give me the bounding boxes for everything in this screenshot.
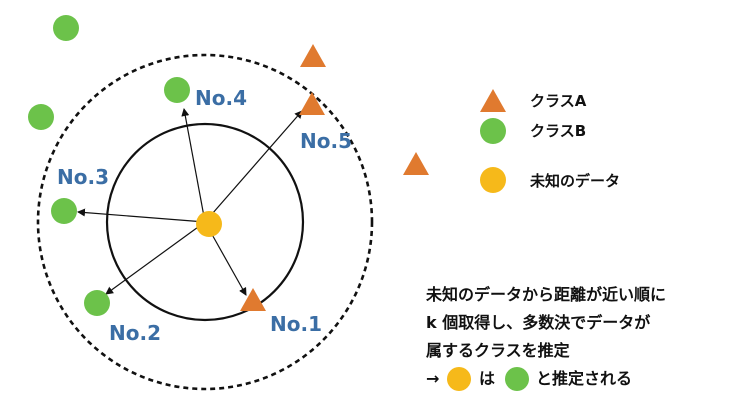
legend-class-a-label: クラスA (530, 92, 587, 110)
explanation-arrow: → (426, 369, 439, 388)
legend-class-a-icon (480, 89, 506, 112)
inner-solid-circle (105, 122, 305, 322)
class-a-point-no5 (299, 92, 325, 115)
neighbor-label-no3: No.3 (57, 165, 109, 189)
explanation-end-text: と推定される (536, 369, 632, 388)
neighbor-label-no4: No.4 (195, 86, 247, 110)
arrow-to-no4 (181, 108, 206, 223)
class-b-point-no4 (164, 77, 190, 103)
legend-class-b-label: クラスB (530, 122, 586, 140)
explanation-line-1: 未知のデータから距離が近い順に (425, 285, 666, 304)
class-a-point-outside-2 (403, 152, 429, 175)
neighbor-label-no2: No.2 (109, 321, 161, 345)
arrow-to-no5 (204, 110, 303, 223)
explanation-line-3: 属するクラスを推定 (426, 341, 570, 360)
legend-unknown-icon (480, 167, 506, 193)
outer-dashed-circle (36, 53, 374, 391)
class-b-point-outside-2 (28, 104, 54, 130)
neighbor-label-no1: No.1 (270, 312, 322, 336)
arrow-to-no3 (77, 208, 206, 223)
explanation-class-b-icon (505, 367, 529, 391)
class-a-point-outside-1 (300, 44, 326, 67)
explanation-mid-text: は (479, 369, 495, 388)
legend-class-b-icon (480, 118, 506, 144)
explanation-unknown-icon (447, 367, 471, 391)
legend-unknown-label: 未知のデータ (529, 172, 620, 190)
class-b-point-no3 (51, 198, 77, 224)
class-a-point-no1 (240, 288, 266, 311)
unknown-point (196, 211, 222, 237)
neighbor-label-no5: No.5 (300, 129, 352, 153)
arrow-to-no2 (105, 221, 206, 295)
class-b-point-no2 (84, 290, 110, 316)
explanation-line-2: k 個取得し、多数決でデータが (426, 313, 650, 332)
class-b-point-outside-1 (53, 15, 79, 41)
